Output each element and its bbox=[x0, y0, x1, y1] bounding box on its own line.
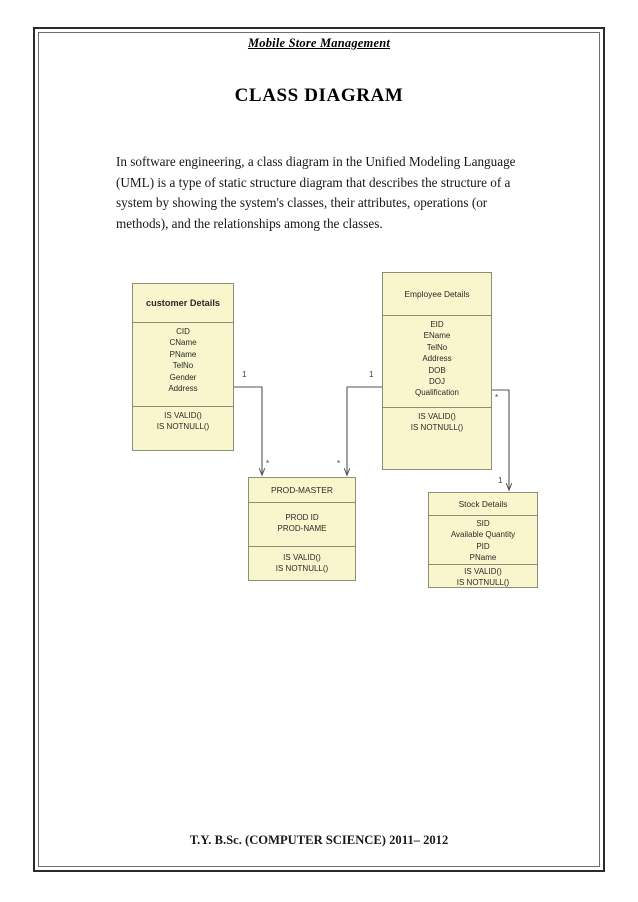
uml-class-customer-details[interactable]: customer Details CID CName PName TelNo G… bbox=[132, 283, 234, 451]
attribute: PName bbox=[469, 553, 497, 563]
attribute: EID bbox=[430, 320, 444, 329]
attribute: PROD-NAME bbox=[277, 524, 327, 534]
attribute: CName bbox=[169, 338, 197, 348]
page-title: CLASS DIAGRAM bbox=[234, 85, 404, 106]
assoc-employee-prodmaster bbox=[347, 386, 382, 475]
operation: IS NOTNULL() bbox=[410, 423, 464, 433]
class-attributes-stock: SID Available Quantity PID PName bbox=[429, 515, 537, 564]
attribute: EName bbox=[423, 331, 451, 341]
class-name-stock: Stock Details bbox=[458, 498, 508, 509]
uml-class-stock-details[interactable]: Stock Details SID Available Quantity PID… bbox=[428, 492, 538, 588]
class-name-employee: Employee Details bbox=[404, 288, 470, 299]
multiplicity-employee-stock-source: * bbox=[495, 393, 499, 402]
page-border-outer bbox=[33, 27, 605, 872]
multiplicity-customer-target: * bbox=[266, 459, 270, 468]
description-paragraph: In software engineering, a class diagram… bbox=[116, 154, 516, 231]
page-footer: T.Y. B.Sc. (COMPUTER SCIENCE) 2011– 2012 bbox=[189, 833, 449, 847]
class-operations-customer: IS VALID() IS NOTNULL() bbox=[133, 406, 233, 452]
attribute: DOJ bbox=[429, 377, 445, 387]
operation: IS NOTNULL() bbox=[156, 422, 210, 432]
attribute: Gender bbox=[169, 372, 197, 382]
assoc-employee-stock bbox=[492, 389, 509, 490]
attribute: DOB bbox=[428, 365, 446, 375]
class-operations-stock: IS VALID() IS NOTNULL() bbox=[429, 564, 537, 589]
multiplicity-employee-prodmaster-target: * bbox=[337, 459, 341, 468]
operation: IS VALID() bbox=[164, 411, 202, 420]
uml-class-employee-details[interactable]: Employee Details EID EName TelNo Address… bbox=[382, 272, 492, 470]
class-attributes-prod-master: PROD ID PROD-NAME bbox=[249, 502, 355, 546]
multiplicity-employee-stock-target: 1 bbox=[498, 476, 503, 485]
attribute: PID bbox=[476, 541, 490, 551]
class-name-customer: customer Details bbox=[145, 297, 221, 308]
operation: IS NOTNULL() bbox=[275, 564, 329, 574]
attribute: Address bbox=[422, 354, 452, 364]
attribute: PROD ID bbox=[285, 513, 319, 522]
page-border-inner bbox=[38, 32, 600, 867]
class-operations-prod-master: IS VALID() IS NOTNULL() bbox=[249, 546, 355, 582]
assoc-customer-prodmaster bbox=[232, 386, 262, 475]
attribute: PName bbox=[169, 349, 197, 359]
attribute: CID bbox=[176, 327, 190, 336]
uml-class-prod-master[interactable]: PROD-MASTER PROD ID PROD-NAME IS VALID()… bbox=[248, 477, 356, 581]
operation: IS VALID() bbox=[464, 567, 502, 576]
attribute: SID bbox=[476, 519, 490, 528]
attribute: TelNo bbox=[426, 342, 448, 352]
operation: IS VALID() bbox=[283, 553, 321, 562]
document-subtitle: Mobile Store Management bbox=[247, 36, 391, 50]
attribute: TelNo bbox=[172, 361, 194, 371]
multiplicity-employee-prodmaster-source: 1 bbox=[369, 370, 374, 379]
multiplicity-customer-source: 1 bbox=[242, 370, 247, 379]
class-attributes-employee: EID EName TelNo Address DOB DOJ Qualific… bbox=[383, 315, 491, 407]
attribute: Available Quantity bbox=[450, 530, 516, 540]
attribute: Qualification bbox=[414, 388, 460, 398]
operation: IS VALID() bbox=[418, 412, 456, 421]
attribute: Address bbox=[168, 384, 198, 394]
class-attributes-customer: CID CName PName TelNo Gender Address bbox=[133, 322, 233, 406]
class-operations-employee: IS VALID() IS NOTNULL() bbox=[383, 407, 491, 469]
operation: IS NOTNULL() bbox=[456, 578, 510, 588]
class-name-prod-master: PROD-MASTER bbox=[271, 484, 333, 495]
